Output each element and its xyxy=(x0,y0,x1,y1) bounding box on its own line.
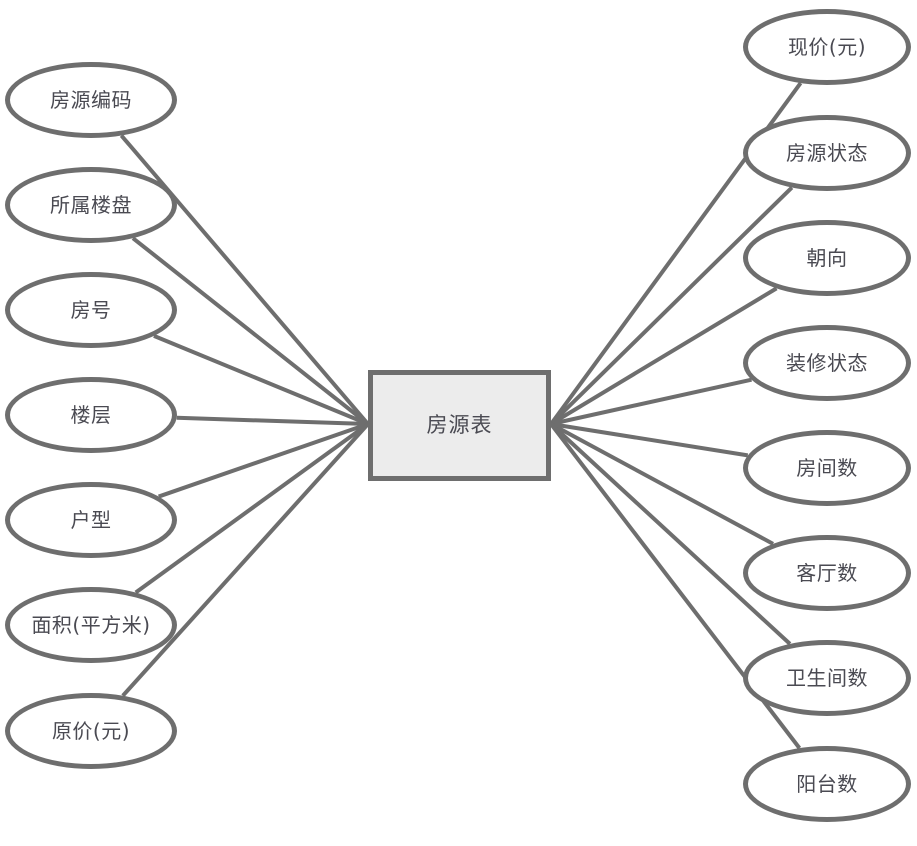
connector-line xyxy=(121,422,370,698)
attribute-node-label: 面积(平方米) xyxy=(31,613,151,637)
connector-line xyxy=(119,134,370,426)
attribute-node[interactable]: 装修状态 xyxy=(743,325,911,401)
connector-line xyxy=(550,422,774,546)
connector-line xyxy=(549,286,778,426)
attribute-node[interactable]: 朝向 xyxy=(743,220,911,296)
connector-line xyxy=(131,236,370,426)
attribute-node[interactable]: 卫生间数 xyxy=(743,640,911,716)
attribute-node-label: 现价(元) xyxy=(787,35,867,59)
attribute-node[interactable]: 楼层 xyxy=(5,377,177,453)
attribute-node-label: 阳台数 xyxy=(796,772,858,796)
attribute-node-label: 卫生间数 xyxy=(786,666,868,690)
attribute-node[interactable]: 现价(元) xyxy=(743,9,911,85)
attribute-node-label: 房号 xyxy=(70,298,112,322)
attribute-node-label: 房间数 xyxy=(796,456,858,480)
connector-line xyxy=(158,422,369,499)
attribute-node[interactable]: 房间数 xyxy=(743,430,911,506)
attribute-node-label: 客厅数 xyxy=(796,561,858,585)
connector-line xyxy=(549,186,794,426)
entity-node-label: 房源表 xyxy=(426,412,493,437)
connector-line xyxy=(176,415,369,426)
attribute-node-label: 所属楼盘 xyxy=(50,193,132,217)
connector-line xyxy=(153,334,369,426)
attribute-node-label: 原价(元) xyxy=(51,719,131,743)
attribute-node[interactable]: 原价(元) xyxy=(5,693,177,769)
attribute-node[interactable]: 阳台数 xyxy=(743,746,911,822)
connector-line xyxy=(550,422,749,458)
attribute-node[interactable]: 客厅数 xyxy=(743,535,911,611)
entity-node-house-table[interactable]: 房源表 xyxy=(368,370,551,481)
attribute-node-label: 户型 xyxy=(70,508,112,532)
attribute-node-label: 房源状态 xyxy=(786,141,868,165)
attribute-node-label: 房源编码 xyxy=(50,88,132,112)
attribute-node[interactable]: 房源编码 xyxy=(5,62,177,138)
attribute-node-label: 装修状态 xyxy=(786,351,868,375)
connector-line xyxy=(550,377,752,426)
attribute-node[interactable]: 所属楼盘 xyxy=(5,167,177,243)
attribute-node[interactable]: 房号 xyxy=(5,272,177,348)
attribute-node[interactable]: 面积(平方米) xyxy=(5,587,177,663)
attribute-node-label: 朝向 xyxy=(806,246,848,270)
attribute-node-label: 楼层 xyxy=(70,403,112,427)
attribute-node[interactable]: 房源状态 xyxy=(743,115,911,191)
attribute-node[interactable]: 户型 xyxy=(5,482,177,558)
